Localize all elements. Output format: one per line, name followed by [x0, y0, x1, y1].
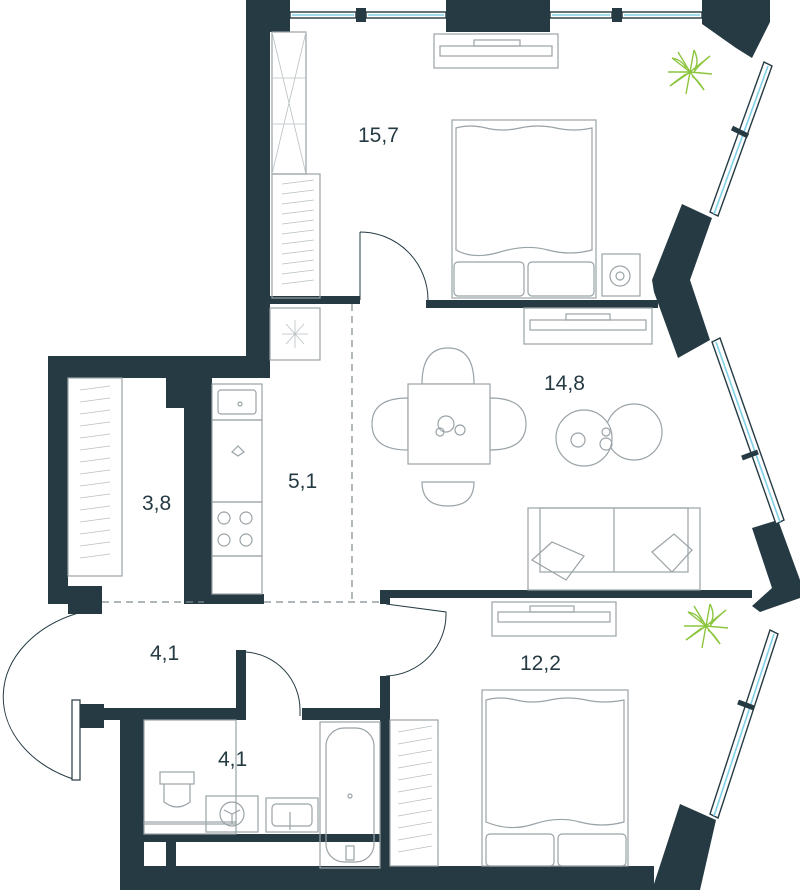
kitchen-furniture — [211, 383, 263, 595]
storage-furniture — [67, 377, 123, 577]
living-room-furniture — [269, 307, 701, 591]
windows — [289, 11, 785, 819]
room-area-bedroom-2: 12,2 — [520, 652, 561, 675]
room-area-bathroom: 4,1 — [218, 748, 247, 771]
bedroom-2-furniture — [389, 601, 629, 867]
doors — [2, 231, 447, 781]
room-area-storage: 3,8 — [142, 492, 171, 515]
walls — [48, 0, 800, 890]
zone-lines — [102, 304, 380, 603]
room-area-kitchen: 5,1 — [288, 470, 317, 493]
room-labels: 15,7 14,8 5,1 3,8 4,1 4,1 12,2 — [142, 124, 585, 771]
bathroom-furniture — [143, 719, 381, 869]
bedroom-1-furniture — [271, 31, 641, 299]
room-area-bedroom-1: 15,7 — [358, 124, 399, 147]
room-area-hallway: 4,1 — [150, 642, 179, 665]
room-area-living-room: 14,8 — [544, 372, 585, 395]
plant-icon — [684, 603, 729, 649]
plant-icon — [668, 49, 713, 95]
